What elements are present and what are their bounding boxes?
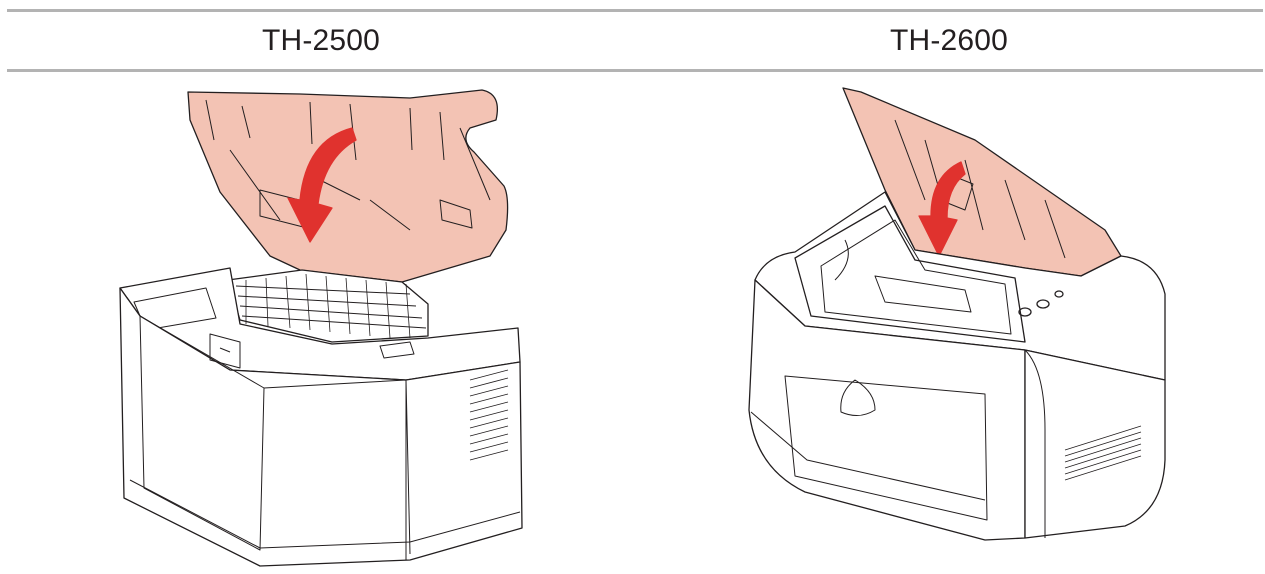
control-panel: [1018, 290, 1064, 317]
side-vent: [469, 369, 509, 461]
printer-illustration-th2600: [725, 80, 1175, 570]
header-rule: [7, 69, 1263, 72]
close-direction-arrow: [287, 127, 357, 243]
top-rule: [7, 9, 1263, 12]
printer-lid: [187, 89, 509, 283]
printer-body: [748, 279, 1026, 541]
model-name-th2600: TH-2600: [889, 23, 1009, 57]
printer-body: [119, 287, 523, 567]
printer-illustration-th2500: [110, 80, 550, 570]
table-header: TH-2500 TH-2600: [7, 12, 1263, 69]
model-name-th2500: TH-2500: [261, 23, 381, 57]
side-vent: [1064, 425, 1142, 481]
